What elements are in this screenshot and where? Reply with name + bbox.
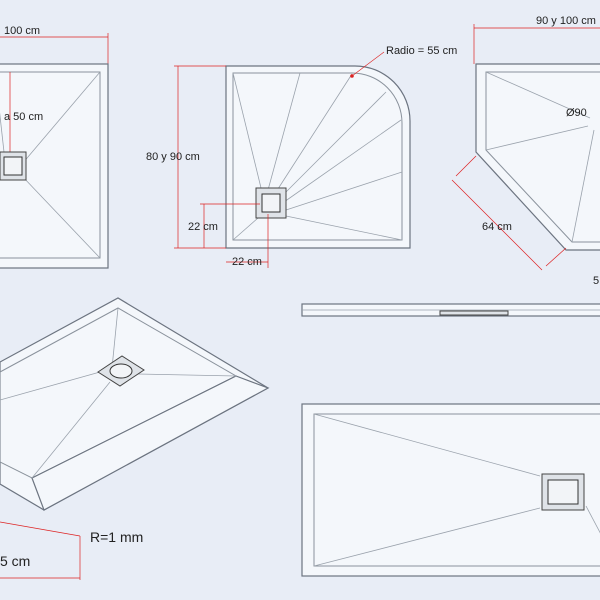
persp-facet-line: [111, 307, 119, 369]
rect-facet-line: [313, 413, 541, 477]
pent-side-ext-line: [545, 247, 567, 267]
pentagonal-tray: 90 y 100 cm Ø90 64 cm 5: [451, 15, 600, 287]
quarter-radius-point: [350, 74, 354, 78]
pent-facet-line: [485, 125, 589, 151]
quarter-drain-h-label: 22 cm: [232, 256, 262, 268]
quarter-tray-inner-rim: [232, 72, 403, 241]
quarter-facet-line: [283, 119, 402, 203]
rect-facet-line: [313, 507, 541, 567]
quarter-radius-label: Radio = 55 cm: [386, 45, 457, 57]
quarter-drain-grate: [261, 193, 281, 213]
pent-side-dim-line: [451, 179, 543, 271]
quarter-facet-line: [281, 91, 387, 197]
quarter-round-tray: 80 y 90 cm 22 cm 22 cm Radio = 55 cm: [146, 45, 457, 268]
rect-facet-line: [585, 505, 600, 534]
quarter-facet-line: [275, 73, 353, 193]
pent-side-label: 64 cm: [482, 221, 512, 233]
square-facet-line: [0, 112, 5, 153]
persp-tray-lip: [31, 375, 270, 511]
square-width-label: 100 cm: [4, 25, 40, 37]
pent-drain-label: Ø90: [566, 107, 587, 119]
quarter-facet-line: [232, 217, 259, 241]
radius-note: R=1 mm: [90, 529, 143, 545]
square-tray: 100 cm a 50 cm: [0, 25, 109, 269]
rect-drain-grate: [547, 479, 579, 505]
square-facet-line: [21, 175, 101, 259]
persp-drain-grate: [109, 363, 133, 379]
quarter-height-label: 80 y 90 cm: [146, 151, 200, 163]
rect-tray-inner-rim: [313, 413, 600, 567]
perspective-tray: 5 cm R=1 mm: [0, 297, 270, 580]
persp-facet-line: [137, 373, 237, 377]
pent-tray-outline: [475, 63, 600, 251]
persp-facet-line: [31, 381, 111, 479]
quarter-drain-v-label: 22 cm: [188, 221, 218, 233]
pent-width-label: 90 y 100 cm: [536, 15, 596, 27]
quarter-facet-line: [285, 171, 403, 211]
pent-edge-partial-label: 5: [593, 275, 599, 287]
quarter-facet-line: [232, 72, 263, 193]
square-drain-label: a 50 cm: [4, 111, 43, 123]
square-drain-grate: [3, 156, 23, 176]
persp-dim-leader: [0, 521, 81, 537]
square-facet-line: [21, 71, 101, 165]
pent-facet-line: [571, 129, 595, 243]
pent-facet-line: [485, 71, 591, 119]
persp-dim-label: 5 cm: [0, 553, 30, 569]
quarter-facet-line: [267, 72, 301, 191]
profile-drain: [439, 310, 509, 316]
side-profile: [301, 303, 600, 317]
persp-facet-line: [0, 371, 101, 401]
quarter-radius-leader: [351, 51, 385, 77]
square-tray-inner-rim: [0, 71, 101, 259]
pent-side-ext-line: [455, 155, 477, 177]
quarter-facet-line: [285, 215, 403, 241]
rectangular-tray: [301, 403, 600, 577]
